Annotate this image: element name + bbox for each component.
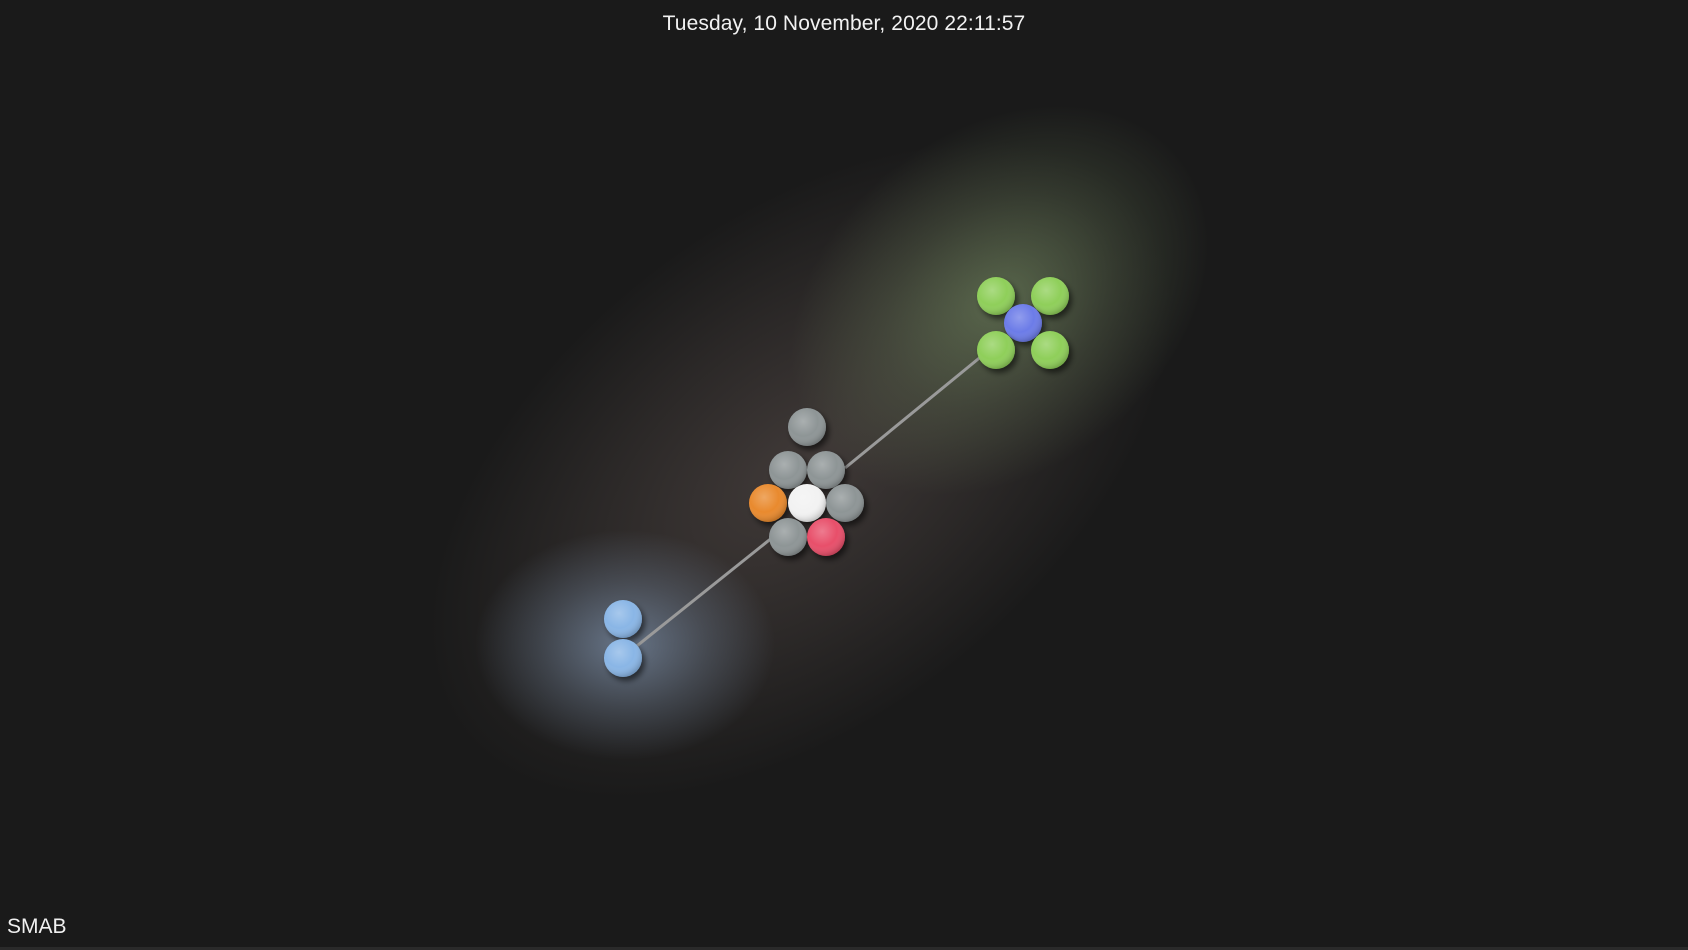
gray-node[interactable] <box>769 518 807 556</box>
green-node[interactable] <box>1031 277 1069 315</box>
gray-node[interactable] <box>826 484 864 522</box>
orange-node[interactable] <box>749 484 787 522</box>
gray-node[interactable] <box>769 451 807 489</box>
bottom-border <box>0 947 1688 950</box>
blue-node[interactable] <box>604 639 642 677</box>
link-blue-center <box>622 523 789 659</box>
purple-node[interactable] <box>1004 304 1042 342</box>
blue-node[interactable] <box>604 600 642 638</box>
footer-label: SMAB <box>7 915 67 938</box>
gray-node[interactable] <box>807 451 845 489</box>
green-node[interactable] <box>1031 331 1069 369</box>
datetime-label: Tuesday, 10 November, 2020 22:11:57 <box>662 12 1026 35</box>
red-node[interactable] <box>807 518 845 556</box>
link-center-green <box>844 353 984 470</box>
gray-node[interactable] <box>788 408 826 446</box>
green-node[interactable] <box>977 277 1015 315</box>
white-node[interactable] <box>788 484 826 522</box>
green-node[interactable] <box>977 331 1015 369</box>
